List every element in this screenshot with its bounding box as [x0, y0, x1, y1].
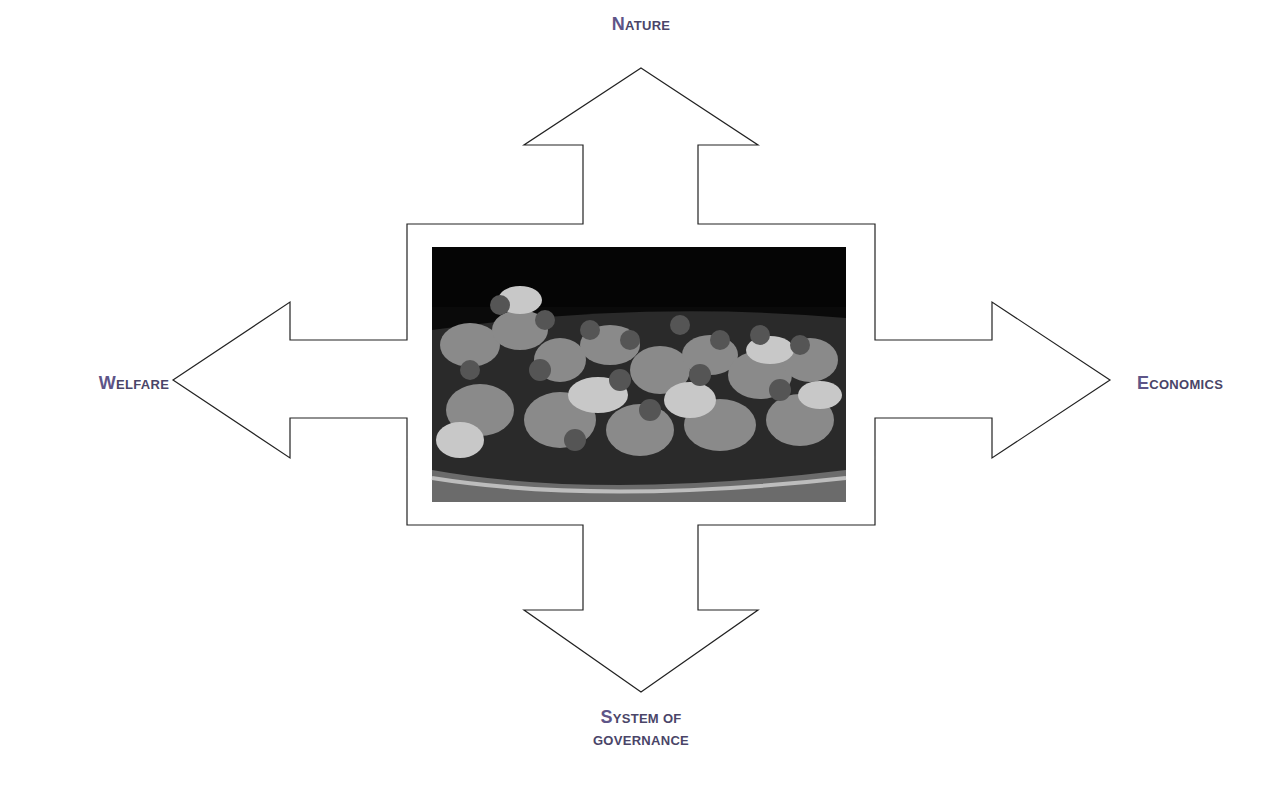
label-economics: ECONOMICS	[1095, 372, 1265, 396]
label-governance: SYSTEM OF GOVERNANCE	[585, 706, 697, 752]
label-nature: NATURE	[561, 13, 721, 37]
label-welfare: WELFARE	[74, 372, 194, 396]
four-way-arrow-outline	[173, 68, 1110, 692]
boat-photo	[432, 247, 846, 502]
